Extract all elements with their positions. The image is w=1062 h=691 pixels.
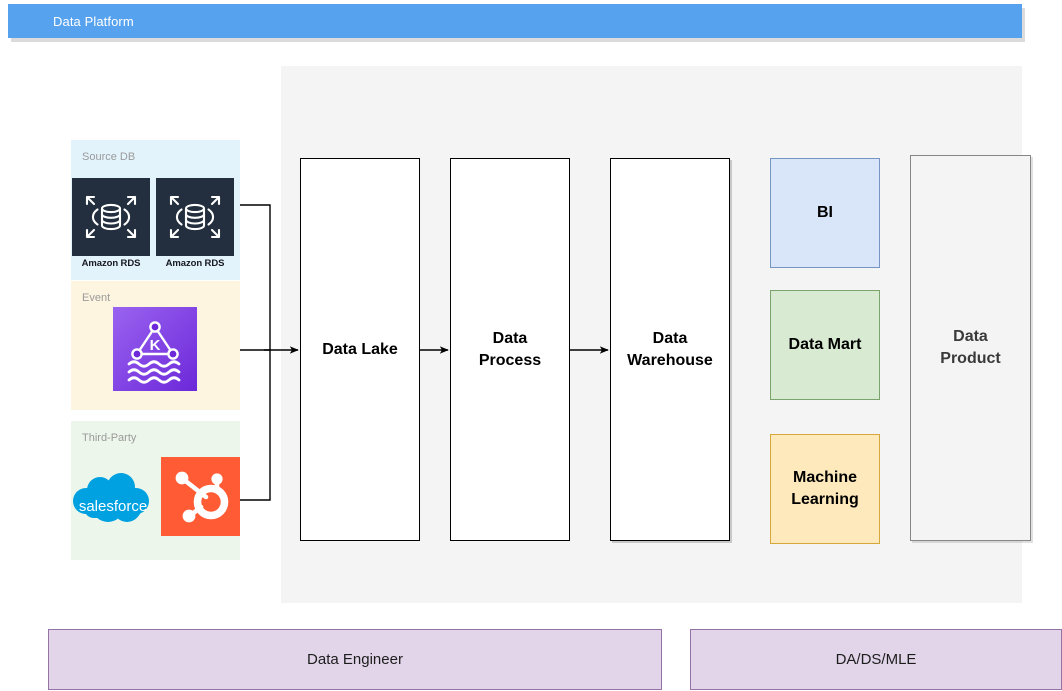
consumption-label-line1: Machine (792, 469, 857, 487)
consumption-label-data-mart: Data Mart (788, 336, 862, 354)
consumption-label-bi: BI (817, 204, 833, 222)
service-tile-amazon-msk[interactable]: K (113, 307, 197, 393)
stage-label-line1: Data (492, 329, 528, 347)
role-box-data-engineer[interactable]: Data Engineer (48, 629, 662, 690)
service-tile-amazon-rds-2[interactable]: Amazon RDS (156, 178, 234, 269)
consumption-box-machine-learning[interactable]: Machine Learning (770, 434, 880, 544)
consumption-label-line2: Learning (791, 491, 859, 508)
stage-box-data-warehouse[interactable]: Data Warehouse (610, 158, 730, 541)
source-group-label-event: Event (82, 292, 111, 304)
data-product-label-line2: Product (940, 350, 1001, 367)
stage-label-line2: Process (478, 351, 542, 369)
amazon-rds-icon (156, 178, 234, 256)
data-product-label: Data Product (940, 326, 1000, 369)
data-platform-header: Data Platform (8, 4, 1022, 38)
page-title: Data Platform (53, 13, 134, 29)
role-label-da-ds-mle: DA/DS/MLE (835, 651, 917, 668)
amazon-msk-kafka-icon: K (113, 307, 197, 391)
salesforce-icon[interactable]: salesforce (70, 470, 156, 530)
stage-box-data-lake[interactable]: Data Lake (300, 158, 420, 541)
consumption-label-machine-learning: Machine Learning (791, 467, 859, 510)
data-product-box[interactable]: Data Product (910, 155, 1031, 541)
connector-source-db (240, 204, 271, 350)
stage-box-data-process[interactable]: Data Process (450, 158, 570, 541)
stage-label-line2: Warehouse (627, 351, 713, 369)
svg-text:K: K (150, 337, 161, 354)
stage-label-data-process: Data Process (479, 328, 541, 371)
role-box-da-ds-mle[interactable]: DA/DS/MLE (690, 629, 1062, 690)
source-group-label-third-party: Third-Party (82, 432, 137, 444)
source-group-label-source-db: Source DB (82, 151, 136, 163)
stage-label-data-warehouse: Data Warehouse (627, 328, 713, 371)
service-name-amazon-rds-1: Amazon RDS (81, 258, 141, 269)
salesforce-wordmark: salesforce (79, 498, 147, 515)
service-name-amazon-rds-2: Amazon RDS (165, 258, 225, 269)
amazon-rds-icon (72, 178, 150, 256)
consumption-box-bi[interactable]: BI (770, 158, 880, 268)
data-product-label-line1: Data (953, 328, 988, 346)
hubspot-icon[interactable] (161, 457, 240, 536)
stage-label-data-lake: Data Lake (322, 340, 398, 358)
stage-label-line1: Data (652, 329, 688, 347)
role-label-data-engineer: Data Engineer (307, 651, 403, 668)
service-tile-amazon-rds-1[interactable]: Amazon RDS (72, 178, 150, 269)
connector-third-party (240, 350, 271, 501)
consumption-box-data-mart[interactable]: Data Mart (770, 290, 880, 400)
